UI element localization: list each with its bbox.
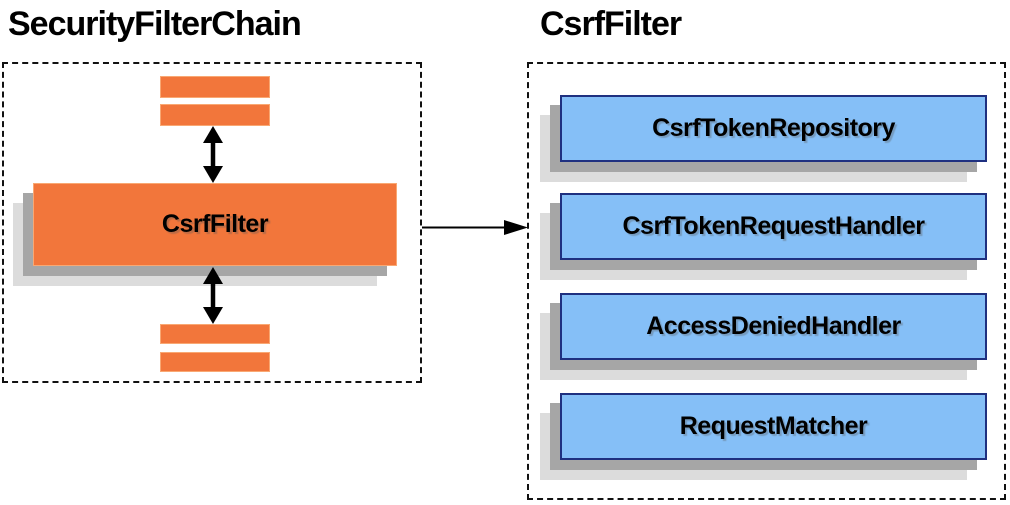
component-label: CsrfTokenRepository	[652, 114, 895, 142]
component-label: AccessDeniedHandler	[646, 312, 901, 340]
csrf-token-repository-box: CsrfTokenRepository	[560, 95, 987, 162]
csrf-filter-title: CsrfFilter	[540, 5, 682, 43]
csrf-filter-container	[527, 62, 1006, 500]
filter-bar-top-2	[160, 104, 270, 126]
component-label: CsrfTokenRequestHandler	[622, 212, 926, 240]
filter-bar-bottom-2	[160, 352, 270, 372]
double-arrow-icon-bottom	[195, 267, 231, 324]
double-arrow-icon-top	[195, 126, 231, 183]
csrf-filter-box: CsrfFilter	[33, 183, 397, 266]
flow-arrow-icon	[422, 219, 528, 236]
security-filter-chain-container	[2, 62, 422, 383]
csrf-filter-box-label: CsrfFilter	[161, 210, 269, 238]
security-filter-chain-title: SecurityFilterChain	[8, 5, 302, 43]
filter-bar-bottom-1	[160, 324, 270, 344]
access-denied-handler-box: AccessDeniedHandler	[560, 293, 987, 360]
filter-bar-top-1	[160, 76, 270, 98]
request-matcher-box: RequestMatcher	[560, 393, 987, 460]
csrf-token-request-handler-box: CsrfTokenRequestHandler	[560, 193, 987, 260]
component-label: RequestMatcher	[679, 412, 868, 440]
